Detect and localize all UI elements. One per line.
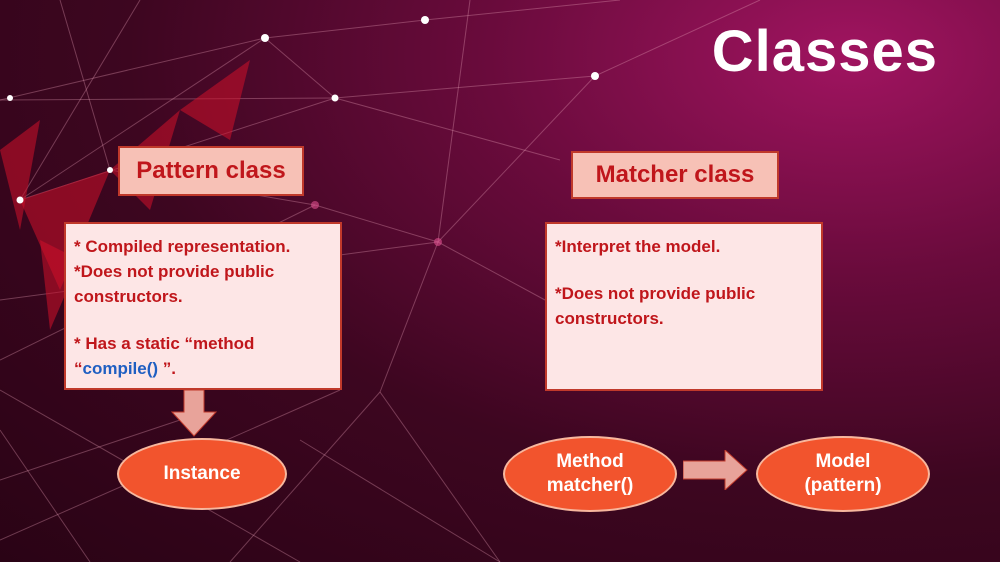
arrow-down-icon — [170, 390, 218, 437]
matcher-line-no-constructors: *Does not provide public constructors. — [555, 284, 756, 328]
method-label: Method — [556, 451, 624, 472]
matcher-line-interpret: *Interpret the model. — [555, 237, 721, 256]
matcher-class-header: Matcher class — [571, 151, 779, 199]
static-method-prefix: * Has a static “method “ — [74, 334, 255, 378]
static-method-suffix: ”. — [158, 359, 177, 378]
compile-method-code: compile() — [82, 359, 159, 378]
pattern-line-compiled: * Compiled representation. — [74, 237, 291, 256]
instance-node: Instance — [117, 438, 287, 510]
slide-title: Classes — [711, 19, 938, 84]
model-label: Model — [815, 451, 871, 472]
model-subtitle: (pattern) — [804, 475, 882, 496]
method-matcher-node: Method matcher() — [503, 436, 677, 512]
pattern-class-header: Pattern class — [118, 146, 304, 196]
pattern-class-description: * Compiled representation. *Does not pro… — [64, 222, 342, 390]
pattern-line-static-method: * Has a static “method “compile() ”. — [74, 331, 332, 381]
pattern-line-no-constructors: *Does not provide public constructors. — [74, 262, 275, 306]
arrow-right-icon — [683, 450, 748, 490]
model-pattern-node: Model (pattern) — [756, 436, 930, 512]
matcher-class-description: *Interpret the model. *Does not provide … — [545, 222, 823, 391]
method-name: matcher() — [546, 475, 634, 496]
